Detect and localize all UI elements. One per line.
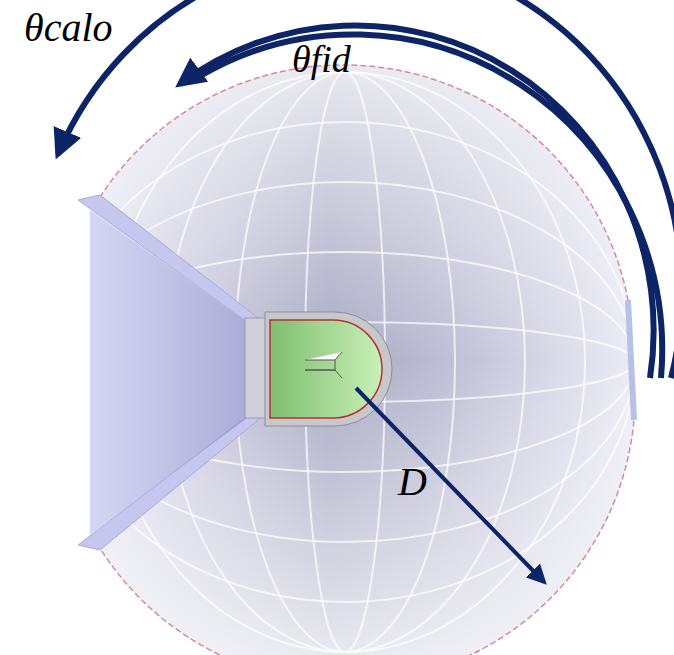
beam-cone <box>78 195 267 550</box>
calo-angle-label: θcalo <box>24 8 113 48</box>
inner-vessel <box>265 312 392 426</box>
angle-arrows <box>58 0 674 378</box>
distance-label: D <box>398 462 427 502</box>
calorimeter-sphere <box>55 60 660 655</box>
radius-arrow <box>356 388 544 582</box>
fid-angle-label: θfid <box>292 40 351 78</box>
